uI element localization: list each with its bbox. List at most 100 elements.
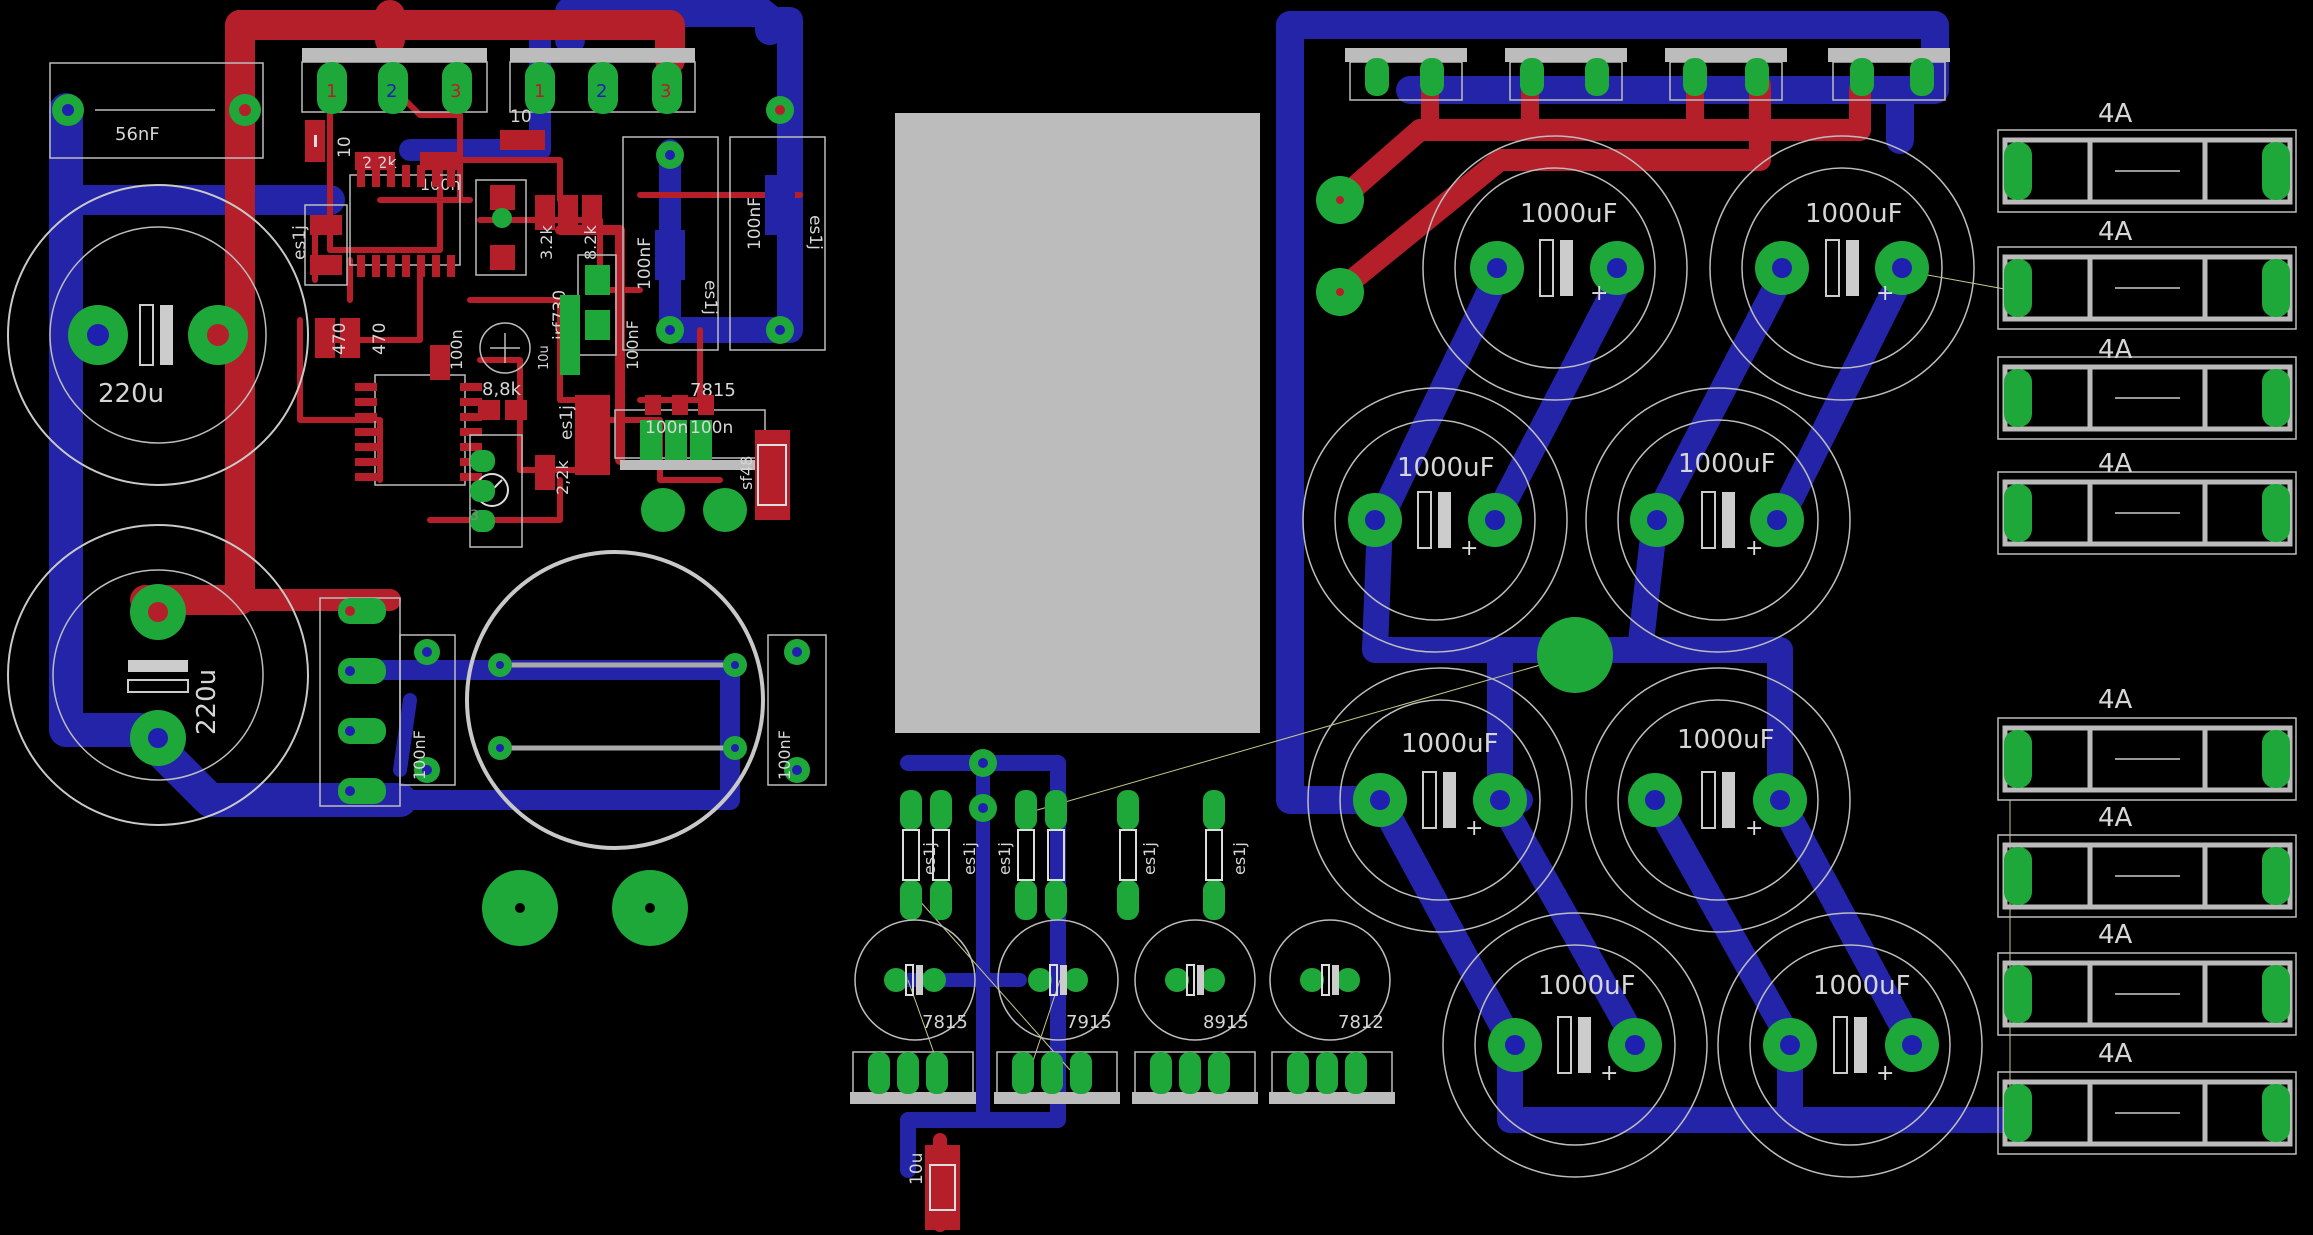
- smd-pad[interactable]: [535, 195, 555, 230]
- cap-1000uf-1[interactable]: +: [1422, 135, 1688, 401]
- mounting-pad[interactable]: [703, 488, 747, 532]
- smd-pad[interactable]: [575, 395, 610, 475]
- c100nf-left-outline[interactable]: [399, 634, 456, 786]
- smd-pad[interactable]: [698, 395, 714, 415]
- regulator-to220-4[interactable]: [1269, 1051, 1395, 1104]
- pad[interactable]: [338, 778, 386, 804]
- svg-text:+: +: [1600, 1061, 1618, 1086]
- fuse-holder-8[interactable]: [1997, 1071, 2297, 1155]
- smd-pad[interactable]: [490, 245, 515, 270]
- pad[interactable]: [442, 62, 472, 114]
- pad[interactable]: [665, 420, 687, 460]
- bridge-to220-4[interactable]: [1828, 48, 1950, 101]
- regulator-to220-1[interactable]: [850, 1051, 976, 1104]
- via[interactable]: [492, 208, 512, 228]
- mounting-pad[interactable]: [641, 488, 685, 532]
- smd-pad[interactable]: [558, 195, 578, 230]
- diode-column-2[interactable]: [930, 790, 952, 920]
- pad[interactable]: [690, 420, 712, 460]
- pad[interactable]: [560, 295, 580, 375]
- pad[interactable]: [470, 480, 495, 502]
- small-cap-4[interactable]: [1269, 919, 1391, 1041]
- c220-upper-outline[interactable]: [7, 184, 309, 486]
- diode-column-6[interactable]: [1203, 790, 1225, 920]
- c56n-outline[interactable]: [49, 62, 264, 159]
- sf48-diode-pad[interactable]: [755, 430, 790, 520]
- fuse-holder-1[interactable]: [1997, 129, 2297, 213]
- fuse-holder-4[interactable]: [1997, 471, 2297, 555]
- drill: [345, 606, 355, 616]
- smd-pad[interactable]: [310, 255, 342, 275]
- regulator-to220-3[interactable]: [1132, 1051, 1258, 1104]
- c10u-body: [929, 1164, 956, 1211]
- svg-text:+: +: [1876, 1061, 1894, 1086]
- smd-pad[interactable]: [505, 400, 527, 420]
- pad[interactable]: [470, 510, 495, 532]
- smd-pad[interactable]: [490, 185, 515, 210]
- ic-u2-outline[interactable]: [374, 374, 466, 486]
- pad[interactable]: [588, 62, 618, 114]
- cap-1000uf-3[interactable]: +: [1302, 387, 1568, 653]
- pad[interactable]: [525, 62, 555, 114]
- small-cap-3[interactable]: [1134, 919, 1256, 1041]
- bridge-rectifier-outline[interactable]: [319, 597, 401, 807]
- cap-1000uf-2[interactable]: +: [1709, 135, 1975, 401]
- cap-1000uf-7[interactable]: +: [1442, 912, 1708, 1178]
- smd-pad[interactable]: [672, 395, 688, 415]
- smd-pad[interactable]: [645, 395, 661, 415]
- fuse-holder-2[interactable]: [1997, 246, 2297, 330]
- cap-1000uf-4[interactable]: +: [1585, 387, 1851, 653]
- pad[interactable]: [652, 62, 682, 114]
- fuse-holder-3[interactable]: [1997, 356, 2297, 440]
- diode-column-3[interactable]: [1015, 790, 1037, 920]
- diode-column-5[interactable]: [1117, 790, 1139, 920]
- smd-pad[interactable]: [340, 318, 360, 358]
- c100nf-box-b[interactable]: [729, 136, 826, 351]
- mosfet-irf730-outline[interactable]: [475, 179, 527, 276]
- bridge-to220-1[interactable]: [1345, 48, 1467, 101]
- drill: [775, 325, 785, 335]
- smd-pad[interactable]: [430, 345, 450, 380]
- r3k2-label: 3.2k: [537, 225, 556, 260]
- pad[interactable]: [338, 718, 386, 744]
- pad[interactable]: [585, 265, 610, 295]
- bridge-to220-2[interactable]: [1505, 48, 1627, 101]
- fuse-holder-6[interactable]: [1997, 834, 2297, 918]
- pad[interactable]: [585, 310, 610, 340]
- cap-1000uf-5[interactable]: +: [1307, 667, 1573, 933]
- diode-column-4[interactable]: [1045, 790, 1067, 920]
- cap-1000uf-8[interactable]: +: [1717, 912, 1983, 1178]
- pad[interactable]: [338, 658, 386, 684]
- pad[interactable]: [640, 420, 662, 460]
- es1j-b-label: es1j: [700, 280, 720, 315]
- c100nf-box-a[interactable]: [622, 136, 719, 351]
- drill: [207, 324, 229, 346]
- diode-column-1[interactable]: [900, 790, 922, 920]
- c10u-small-outline[interactable]: [479, 322, 531, 374]
- c220-lower-outline[interactable]: [7, 524, 309, 826]
- fuse-holder-5[interactable]: [1997, 717, 2297, 801]
- cap-1000uf-6[interactable]: +: [1585, 667, 1851, 933]
- toroid-transformer-outline[interactable]: [465, 550, 765, 850]
- bridge-to220-3[interactable]: [1665, 48, 1787, 101]
- regulator-to220-2[interactable]: [994, 1051, 1120, 1104]
- smd-pad[interactable]: [582, 195, 602, 230]
- fuse-holder-7[interactable]: [1997, 952, 2297, 1036]
- pad[interactable]: [338, 598, 386, 624]
- smd-pad[interactable]: [500, 130, 545, 150]
- smd-pad[interactable]: [310, 215, 342, 235]
- small-cap-2[interactable]: [997, 919, 1119, 1041]
- es1j-row-label-2: es1j: [960, 842, 979, 875]
- smd-pad[interactable]: [315, 318, 335, 358]
- smd-pad[interactable]: [535, 455, 555, 490]
- c100nf-right-outline[interactable]: [767, 634, 827, 786]
- star-ground-pad[interactable]: [1537, 617, 1613, 693]
- small-cap-1[interactable]: [854, 919, 976, 1041]
- pad[interactable]: [378, 62, 408, 114]
- pad[interactable]: [470, 450, 495, 472]
- diode-es1j-a-outline[interactable]: [304, 204, 348, 286]
- smd-pad[interactable]: [478, 400, 500, 420]
- pad[interactable]: [317, 62, 347, 114]
